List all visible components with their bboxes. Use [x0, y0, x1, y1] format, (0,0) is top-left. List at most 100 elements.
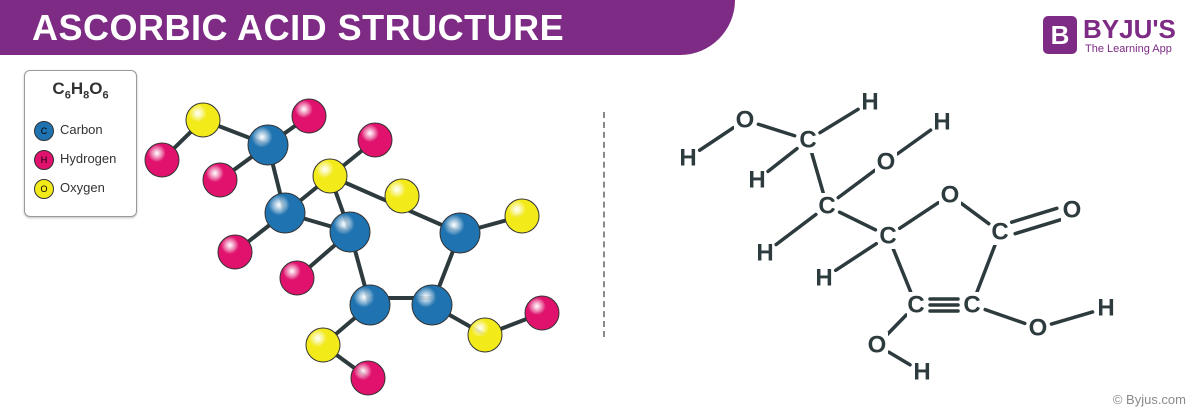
legend-item-hydrogen: H Hydrogen	[34, 148, 134, 170]
hydrogen-dot-icon: H	[34, 150, 54, 170]
legend-label-oxygen: Oxygen	[60, 180, 105, 195]
hydrogen-atom-13	[291, 98, 327, 134]
structure-atom-oxygen-11: O	[941, 182, 960, 209]
hydrogen-atom-16	[217, 234, 253, 270]
hydrogen-atom-17	[279, 260, 315, 296]
structure-atom-hydrogen-6: H	[756, 240, 773, 267]
structure-atom-oxygen-18: O	[868, 332, 887, 359]
page-title: ASCORBIC ACID STRUCTURE	[32, 7, 565, 48]
structure-atom-carbon-12: C	[991, 219, 1008, 246]
molecular-formula: C6H8O6	[25, 79, 136, 101]
structure-atom-bg-10	[815, 265, 833, 291]
structure-atom-bg-17	[1097, 295, 1115, 321]
structure-atom-oxygen-16: O	[1029, 315, 1048, 342]
structure-atom-carbon-2: C	[799, 127, 816, 154]
structure-atom-bg-5	[818, 193, 836, 219]
carbon-atom-0	[247, 124, 289, 166]
structure-atom-oxygen-0: O	[736, 107, 755, 134]
structure-bond-6	[836, 168, 877, 200]
structure-atom-bg-0	[734, 107, 756, 133]
structure-atom-carbon-14: C	[963, 292, 980, 319]
structure-atom-carbon-5: C	[818, 193, 835, 220]
legend-label-hydrogen: Hydrogen	[60, 151, 117, 166]
carbon-atom-3	[439, 212, 481, 254]
structure-atom-bg-1	[679, 145, 697, 171]
structure-bond-1	[756, 122, 797, 138]
legend-label-carbon: Carbon	[60, 122, 103, 137]
structure-atom-carbon-9: C	[879, 223, 896, 250]
structure-bond-2	[818, 107, 860, 135]
structure-atom-bg-11	[939, 182, 961, 208]
structure-bond-16	[1049, 310, 1095, 326]
formula-count-h: 8	[83, 89, 90, 102]
structure-atom-hydrogen-10: H	[815, 265, 832, 292]
title-banner: ASCORBIC ACID STRUCTURE	[0, 0, 735, 55]
structure-atom-oxygen-7: O	[877, 149, 896, 176]
structure-bond-17	[885, 313, 908, 337]
structure-atom-bg-8	[933, 109, 951, 135]
structure-bond-5	[774, 212, 818, 247]
structure-atom-bg-19	[913, 359, 931, 385]
structure-atom-oxygen-13: O	[1063, 197, 1082, 224]
legend-box: C6H8O6 C Carbon H Hydrogen O Oxygen	[24, 70, 137, 217]
copyright: © Byjus.com	[1112, 392, 1186, 407]
oxygen-atom-6	[185, 102, 221, 138]
hydrogen-atom-19	[350, 360, 386, 396]
structure-bond-12	[975, 243, 997, 294]
oxygen-atom-7	[312, 158, 348, 194]
oxygen-atom-8	[384, 178, 420, 214]
structure-atom-hydrogen-17: H	[1097, 295, 1114, 322]
formula-element-h: H	[70, 79, 84, 98]
structure-atom-bg-4	[748, 167, 766, 193]
structure-bond-15	[983, 307, 1027, 326]
carbon-atom-1	[264, 192, 306, 234]
hydrogen-atom-14	[357, 122, 393, 158]
structure-atom-bg-15	[907, 292, 925, 318]
carbon-atom-4	[349, 284, 391, 326]
structure-atom-bg-2	[799, 127, 817, 153]
structure-atom-bg-14	[963, 292, 981, 318]
structure-atom-bg-18	[866, 332, 888, 358]
structure-atom-bg-16	[1027, 315, 1049, 341]
hydrogen-atom-12	[144, 142, 180, 178]
carbon-atom-2	[329, 211, 371, 253]
formula-count-o: 6	[102, 89, 109, 102]
oxygen-atom-10	[467, 317, 503, 353]
formula-element-o: O	[89, 79, 103, 98]
oxygen-atom-11	[305, 327, 341, 363]
hydrogen-atom-18	[524, 295, 560, 331]
structure-bond-7	[895, 128, 933, 156]
structure-atom-hydrogen-8: H	[933, 109, 950, 136]
structure-atom-hydrogen-1: H	[679, 145, 696, 172]
carbon-atom-5	[411, 284, 453, 326]
legend-item-carbon: C Carbon	[34, 119, 134, 141]
structure-atom-hydrogen-19: H	[913, 359, 930, 386]
carbon-dot-icon: C	[34, 121, 54, 141]
structure-atom-bg-7	[875, 149, 897, 175]
structure-bond-0	[697, 126, 736, 152]
formula-count-c: 6	[64, 89, 71, 102]
byjus-logo[interactable]: B BYJU'S The Learning App	[1043, 14, 1183, 60]
structure-atom-bg-12	[991, 219, 1009, 245]
ball-and-stick-model	[144, 98, 560, 396]
oxygen-dot-icon: O	[34, 179, 54, 199]
structure-bond-11	[959, 201, 991, 226]
structure-bond-10	[897, 200, 941, 231]
structure-bond-18	[887, 350, 912, 367]
divider	[603, 112, 605, 337]
logo-tagline: The Learning App	[1085, 43, 1172, 55]
formula-element-c: C	[52, 79, 65, 98]
structure-bond-9	[833, 241, 879, 273]
structure-atom-hydrogen-4: H	[748, 167, 765, 194]
legend-item-oxygen: O Oxygen	[34, 177, 134, 199]
structure-atom-carbon-15: C	[907, 292, 924, 319]
oxygen-atom-9	[504, 198, 540, 234]
structure-atom-bg-3	[861, 89, 879, 115]
structure-bond-3	[766, 146, 799, 174]
hydrogen-atom-15	[202, 162, 238, 198]
structure-bond-14	[891, 247, 913, 294]
structure-bond-8	[837, 210, 878, 232]
structure-bond-4	[810, 151, 825, 195]
structure-atom-bg-9	[879, 223, 897, 249]
